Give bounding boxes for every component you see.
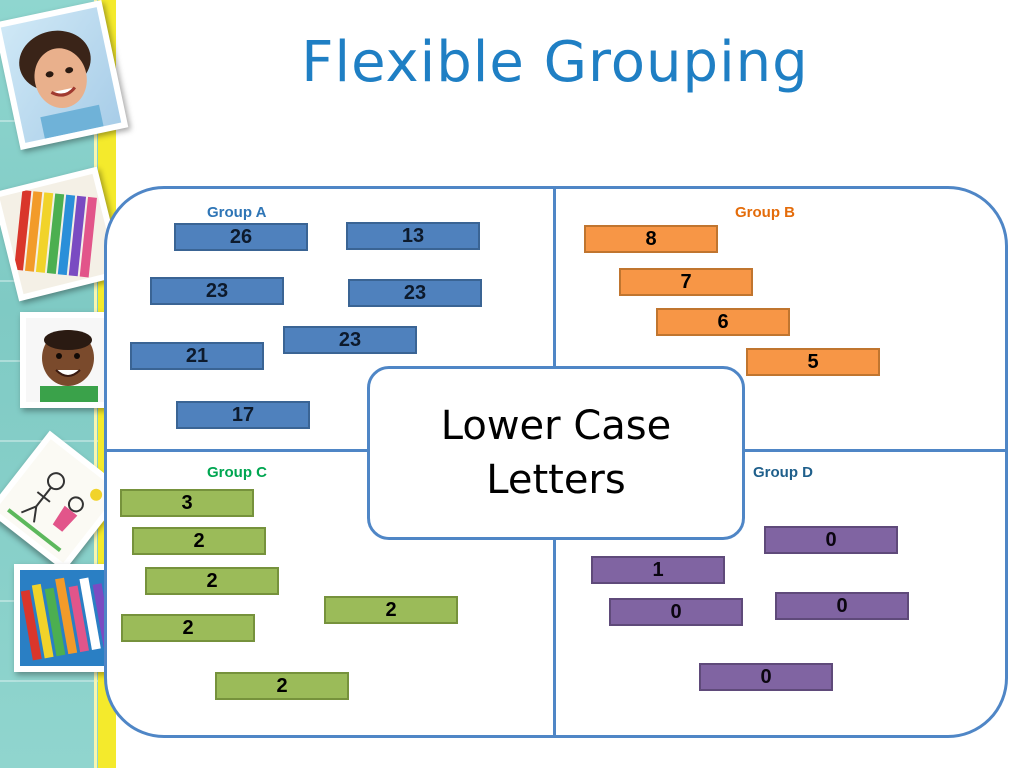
group-a-score-chip[interactable]: 13 <box>346 222 480 250</box>
group-c-score-chip[interactable]: 2 <box>145 567 279 595</box>
group-b-score-chip[interactable]: 7 <box>619 268 753 296</box>
pencils-icon <box>14 190 97 278</box>
group-a-score-chip[interactable]: 23 <box>283 326 417 354</box>
group-b-score-chip[interactable]: 8 <box>584 225 718 253</box>
group-c-score-chip[interactable]: 2 <box>121 614 255 642</box>
brick-line <box>0 680 112 716</box>
group-c-score-chip[interactable]: 2 <box>324 596 458 624</box>
group-a-score-chip[interactable]: 17 <box>176 401 310 429</box>
group-b-label: Group B <box>735 204 795 221</box>
group-d-score-chip[interactable]: 0 <box>609 598 743 626</box>
group-a-score-chip[interactable]: 21 <box>130 342 264 370</box>
crayons-photo <box>14 564 118 672</box>
group-d-score-chip[interactable]: 0 <box>764 526 898 554</box>
boy-portrait-photo <box>20 312 118 408</box>
group-d-score-chip[interactable]: 1 <box>591 556 725 584</box>
child-face-icon <box>19 30 104 139</box>
center-topic-text: Lower Case Letters <box>440 403 672 503</box>
group-c-label: Group C <box>207 464 267 481</box>
drawing-icon <box>6 472 103 553</box>
group-a-score-chip[interactable]: 26 <box>174 223 308 251</box>
page-title: Flexible Grouping <box>301 30 809 95</box>
group-a-score-chip[interactable]: 23 <box>150 277 284 305</box>
boy-face-icon <box>40 330 98 402</box>
colored-pencils-photo <box>0 166 124 302</box>
group-b-score-chip[interactable]: 6 <box>656 308 790 336</box>
crayons-icon <box>20 577 112 661</box>
group-d-score-chip[interactable]: 0 <box>775 592 909 620</box>
group-d-label: Group D <box>753 464 813 481</box>
child-portrait-photo <box>0 0 129 151</box>
child-drawing-photo <box>0 430 128 572</box>
group-a-score-chip[interactable]: 23 <box>348 279 482 307</box>
group-d-score-chip[interactable]: 0 <box>699 663 833 691</box>
group-c-score-chip[interactable]: 2 <box>215 672 349 700</box>
group-c-score-chip[interactable]: 3 <box>120 489 254 517</box>
group-c-score-chip[interactable]: 2 <box>132 527 266 555</box>
center-topic-box: Lower Case Letters <box>367 366 745 540</box>
group-a-label: Group A <box>207 204 267 221</box>
group-b-score-chip[interactable]: 5 <box>746 348 880 376</box>
